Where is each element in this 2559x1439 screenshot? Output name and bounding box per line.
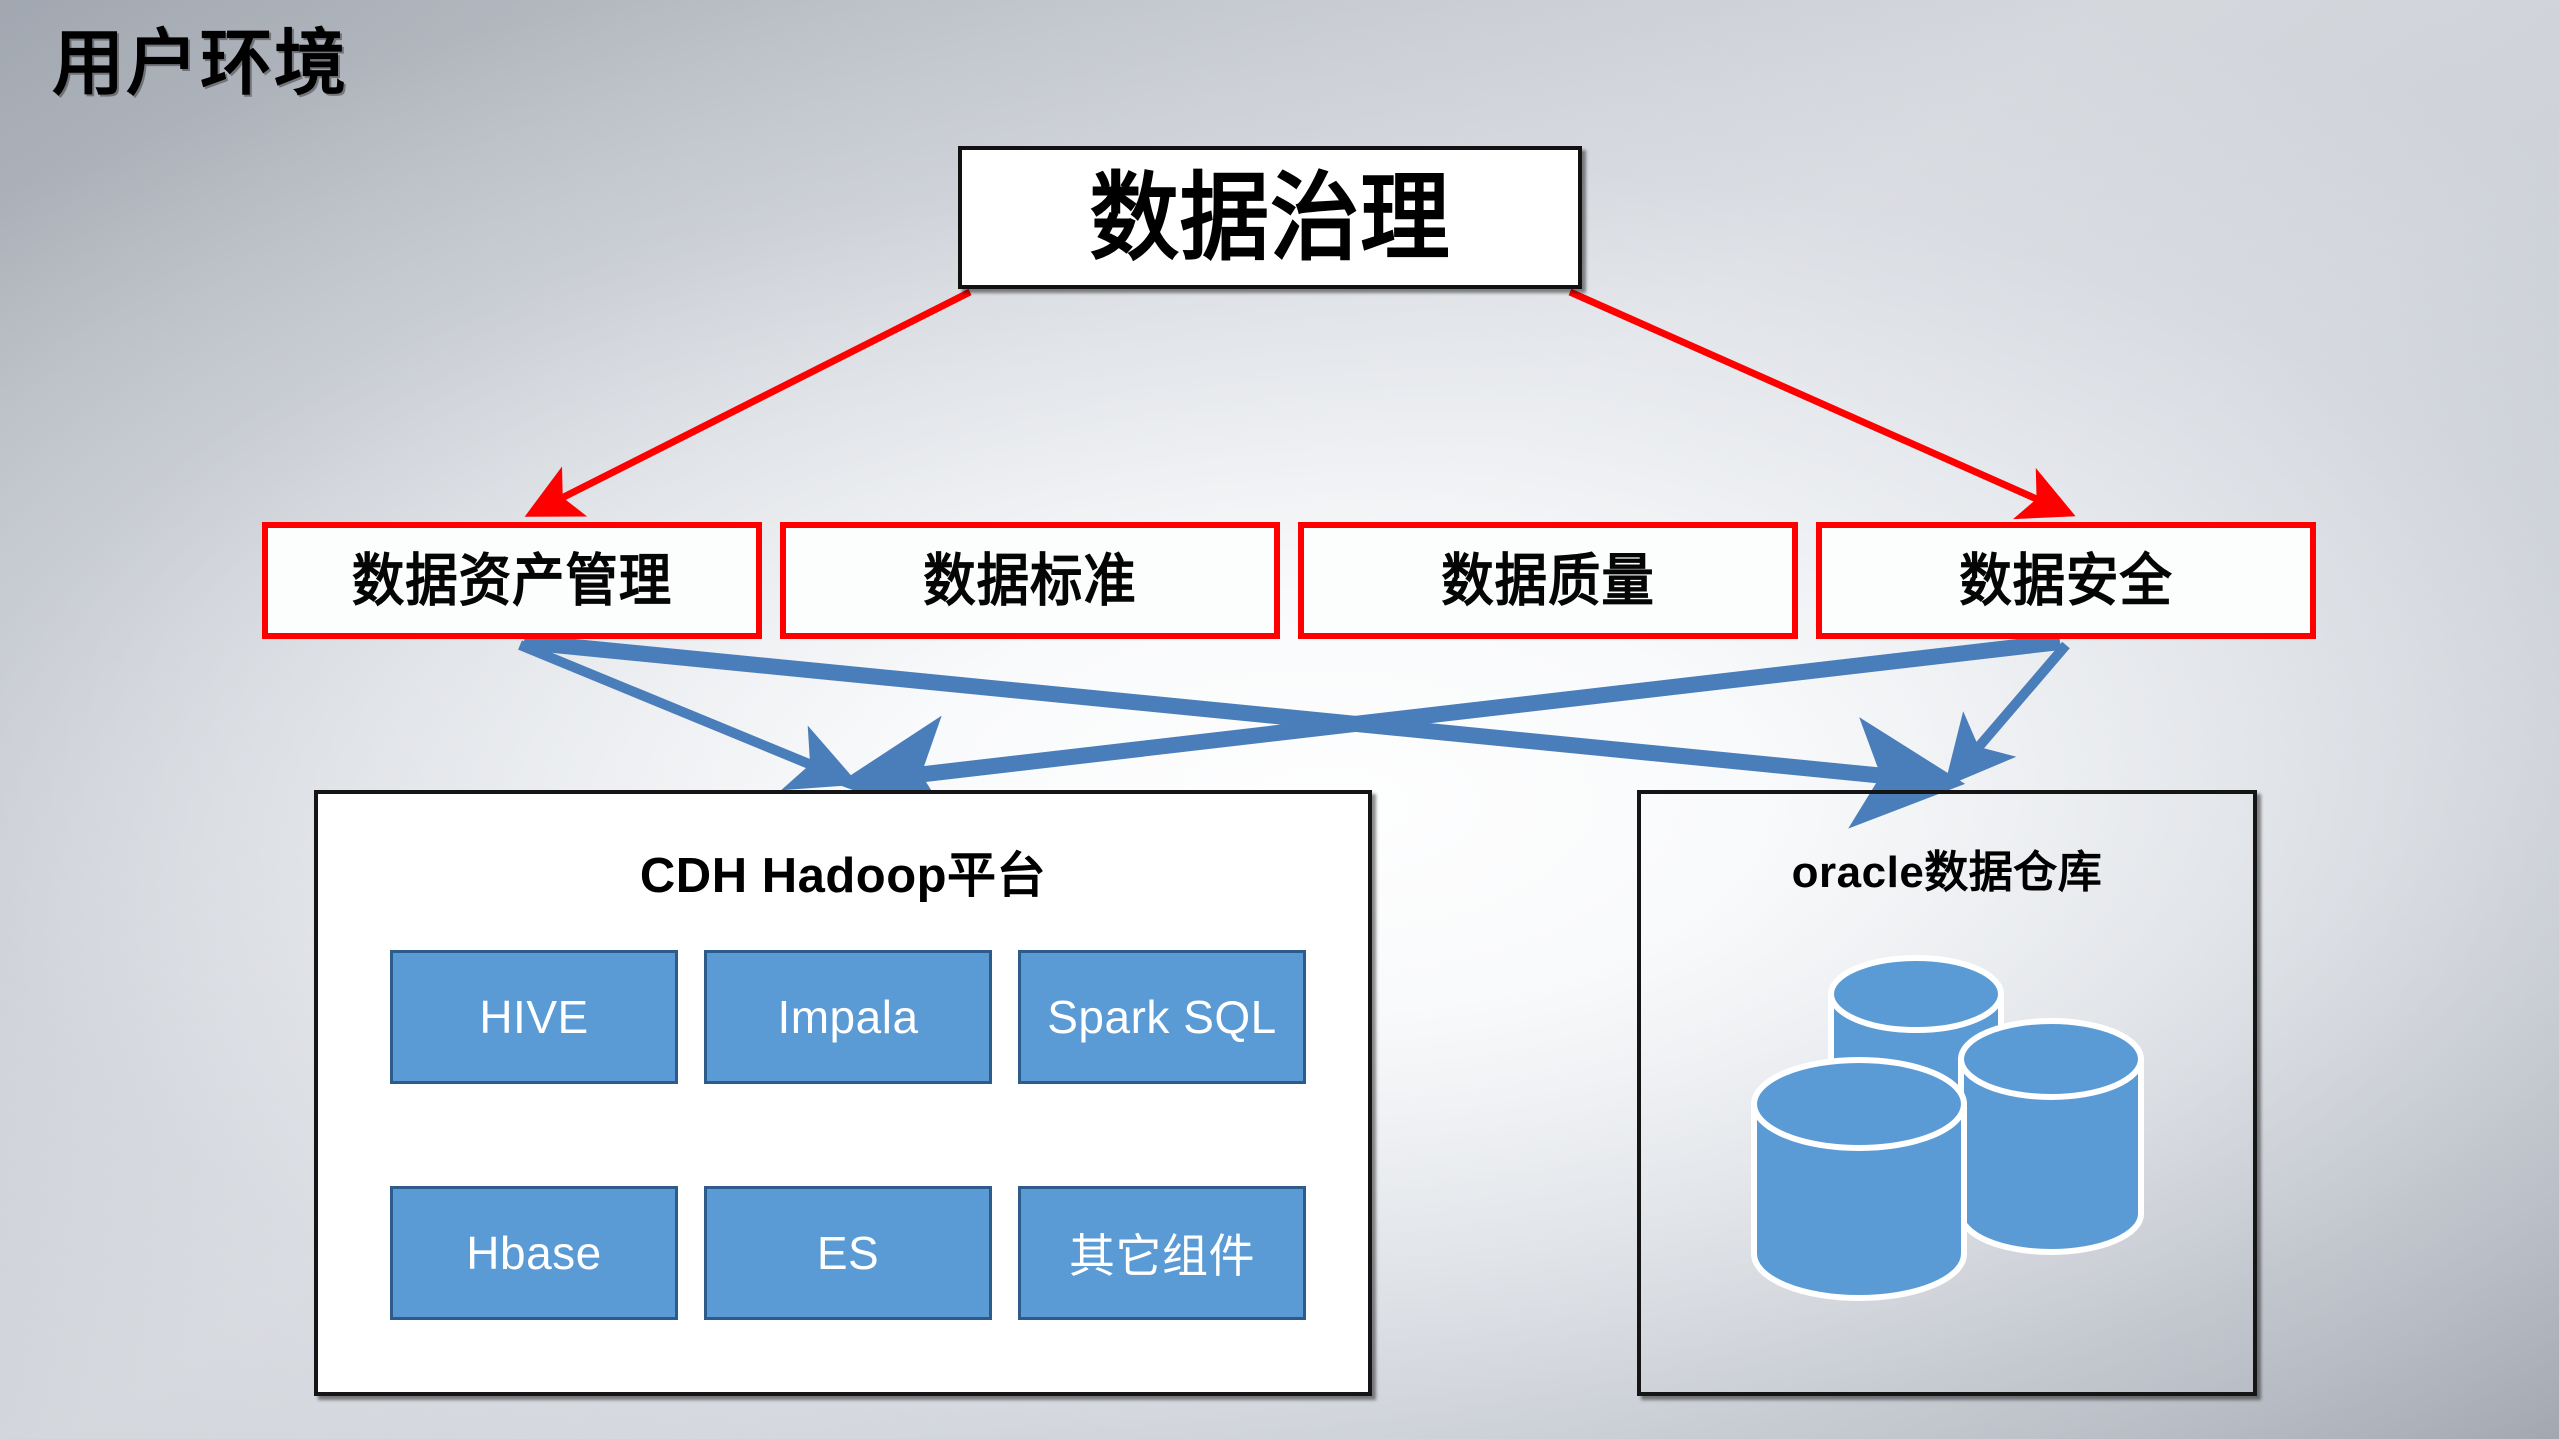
component-label: ES bbox=[816, 1227, 880, 1279]
component-tile-hbase[interactable]: Hbase bbox=[390, 1186, 678, 1320]
database-cylinder-stack-icon bbox=[1751, 955, 2144, 1301]
component-label: Impala bbox=[777, 991, 919, 1043]
red-arrow-root-to-asset bbox=[524, 288, 972, 517]
pillar-box-data-standard[interactable]: 数据标准 bbox=[780, 522, 1280, 639]
root-node-data-governance[interactable]: 数据治理 bbox=[958, 146, 1582, 289]
platform-title-oracle: oracle数据仓库 bbox=[1791, 848, 2103, 897]
pillar-label: 数据质量 bbox=[1441, 547, 1655, 614]
platform-box-cdh-hadoop[interactable]: CDH Hadoop平台 HIVE Impala Spark SQL Hbase… bbox=[314, 790, 1372, 1396]
blue-arrow-security-to-cdh bbox=[836, 634, 2061, 827]
red-arrow-root-to-security bbox=[1568, 288, 2076, 520]
pillar-box-data-quality[interactable]: 数据质量 bbox=[1298, 522, 1798, 639]
platform-box-oracle-warehouse[interactable]: oracle数据仓库 bbox=[1637, 790, 2257, 1396]
component-label: 其它组件 bbox=[1069, 1230, 1255, 1282]
component-tile-hive[interactable]: HIVE bbox=[390, 950, 678, 1084]
page-title: 用户环境 bbox=[52, 21, 349, 105]
root-node-label: 数据治理 bbox=[1089, 160, 1451, 274]
blue-arrow-asset-to-oracle bbox=[523, 634, 1966, 829]
component-label: Hbase bbox=[466, 1227, 602, 1279]
component-tile-es[interactable]: ES bbox=[704, 1186, 992, 1320]
pillar-box-data-asset-management[interactable]: 数据资产管理 bbox=[262, 522, 762, 639]
component-tile-spark-sql[interactable]: Spark SQL bbox=[1018, 950, 1306, 1084]
component-label: Spark SQL bbox=[1047, 991, 1277, 1043]
platform-title-cdh: CDH Hadoop平台 bbox=[639, 849, 1047, 903]
component-tile-impala[interactable]: Impala bbox=[704, 950, 992, 1084]
pillar-label: 数据资产管理 bbox=[351, 547, 673, 614]
pillar-box-data-security[interactable]: 数据安全 bbox=[1816, 522, 2316, 639]
pillar-label: 数据安全 bbox=[1959, 547, 2173, 614]
component-label: HIVE bbox=[479, 991, 589, 1043]
blue-arrow-security-to-oracle bbox=[1944, 641, 2070, 788]
component-grid: HIVE Impala Spark SQL Hbase ES 其它组件 bbox=[390, 950, 1306, 1320]
blue-arrow-asset-to-cdh bbox=[518, 640, 860, 791]
component-tile-other[interactable]: 其它组件 bbox=[1018, 1186, 1306, 1320]
pillar-label: 数据标准 bbox=[923, 547, 1137, 614]
